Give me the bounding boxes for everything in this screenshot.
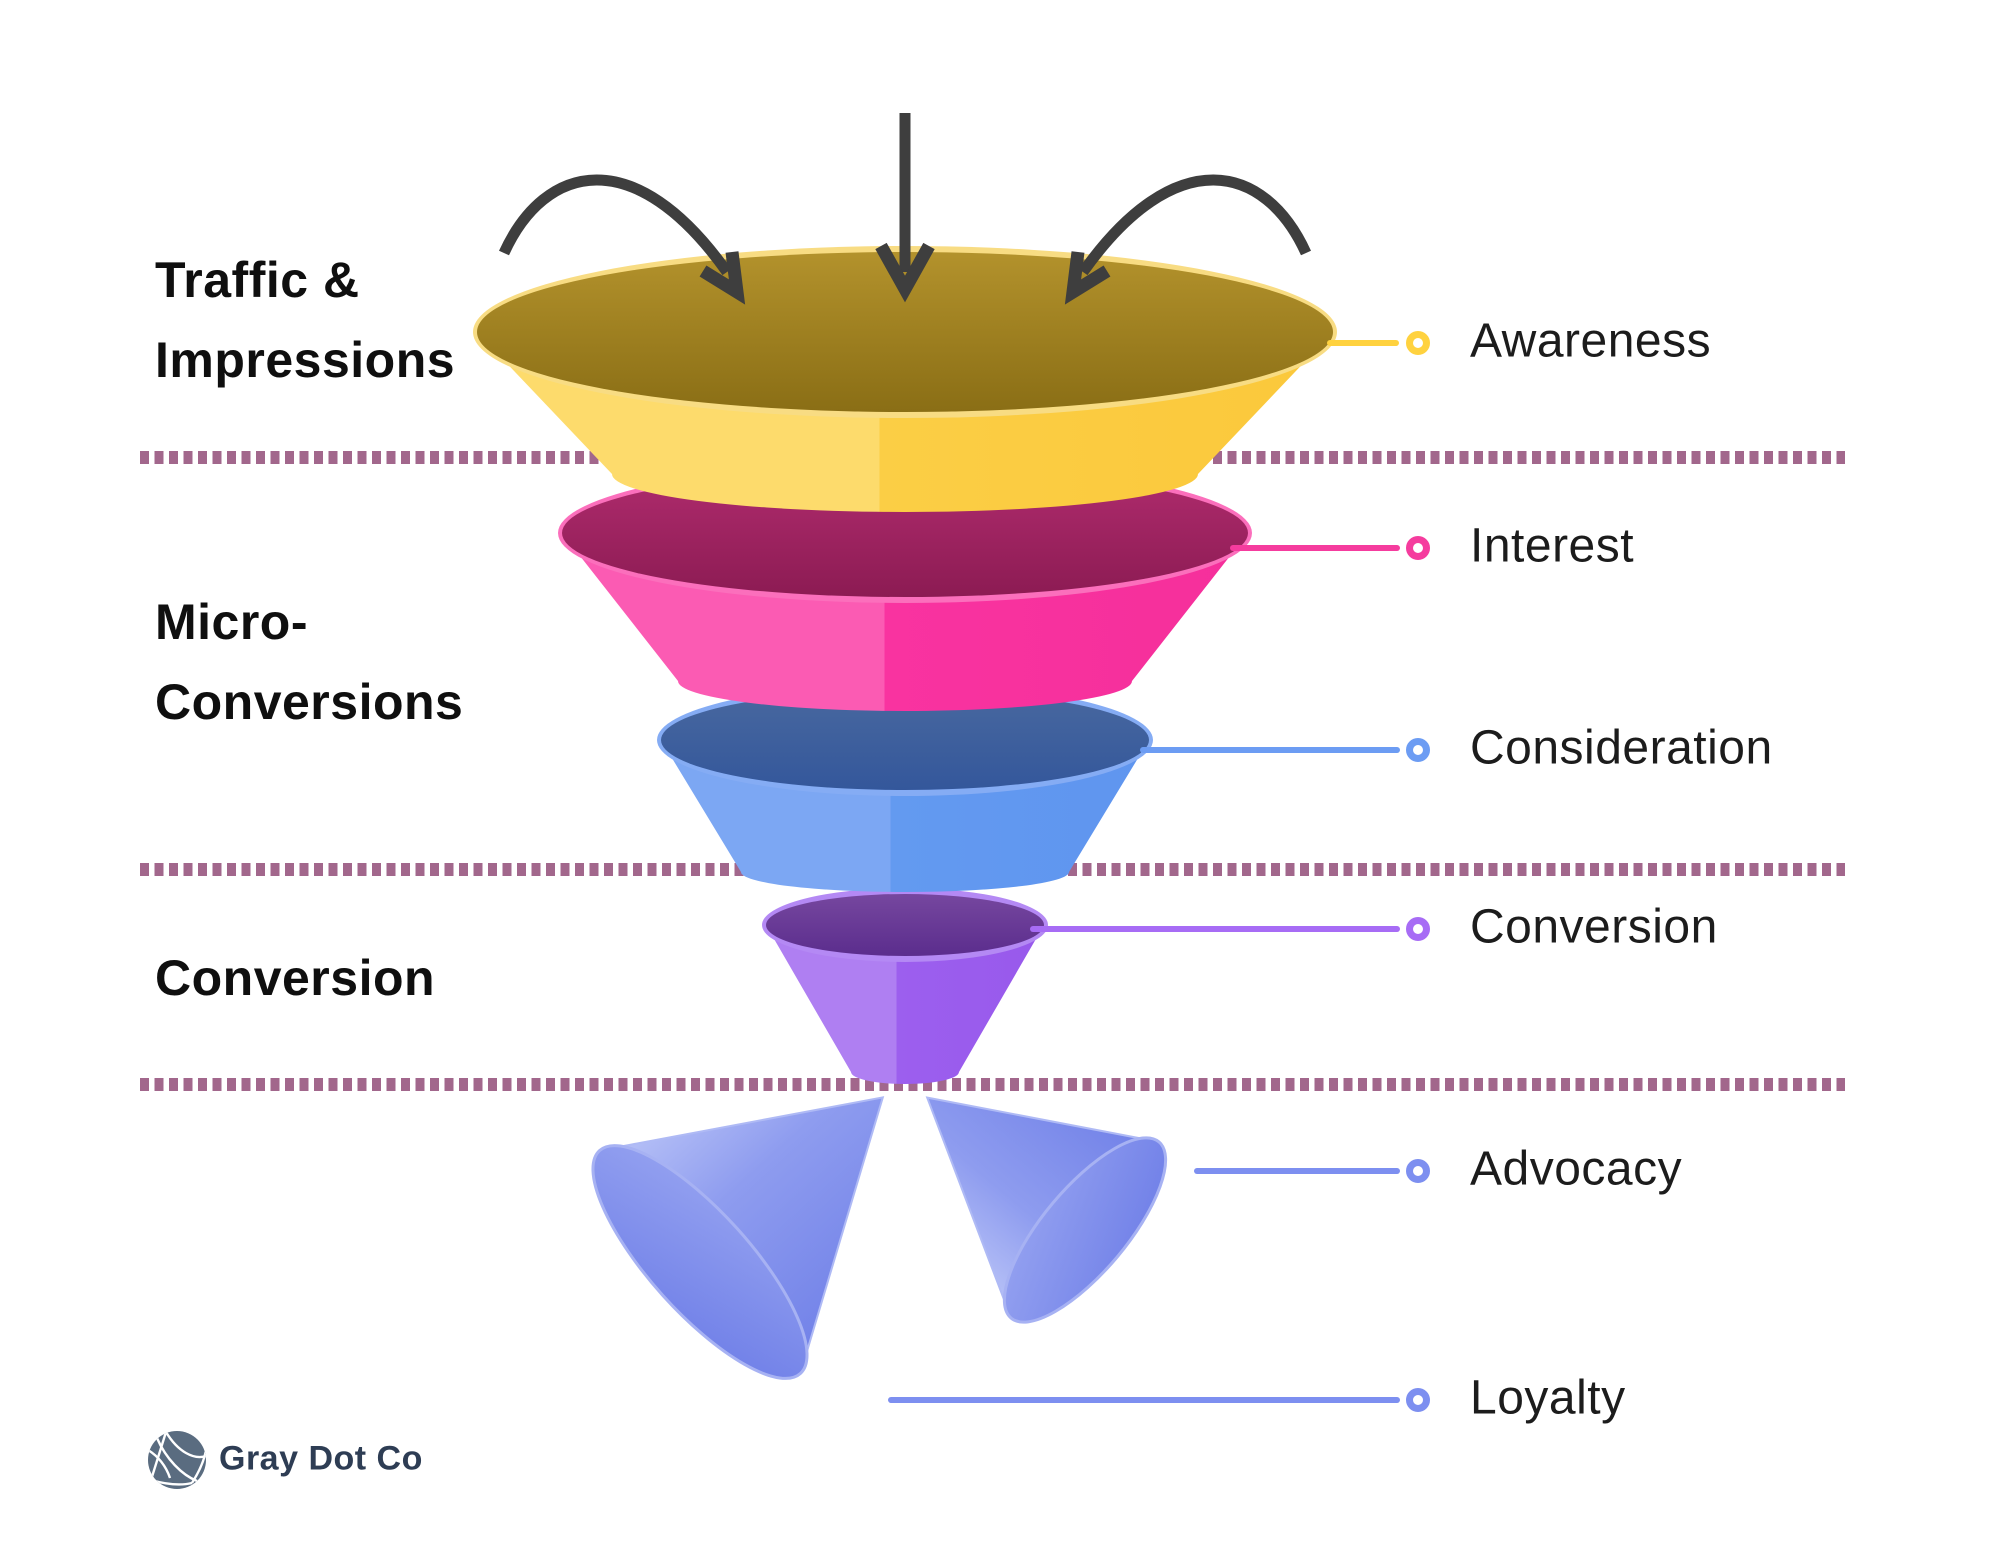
stage-label-loyalty: Loyalty [1470,1371,1626,1425]
stage-label-conversion: Conversion [1470,900,1718,954]
connector-line [1230,545,1400,551]
connector-line [888,1397,1400,1403]
funnel-stage-conversion [762,888,1048,1084]
gray-dot-co-logo-text: Gray Dot Co [219,1439,423,1478]
incoming-arrow-right-icon [1064,174,1312,305]
connector-dot-icon [1406,738,1430,762]
incoming-arrow-left-icon [498,174,746,305]
section-label-line: Conversion [155,950,436,1006]
connector-line [1327,340,1399,346]
section-label-line: Impressions [155,332,456,388]
connector-dot-icon [1406,1388,1430,1412]
connector-dot-icon [1406,1159,1430,1183]
connector-dot-icon [1406,331,1430,355]
section-label-traffic-impressions: Traffic & Impressions [155,240,455,400]
funnel-stage-awareness [473,246,1337,512]
stage-label-awareness: Awareness [1470,314,1712,368]
stage-label-interest: Interest [1470,519,1635,573]
section-label-line: Micro- [155,594,308,650]
advocacy-loyalty-cone-right [925,1096,1168,1324]
stage-label-consideration: Consideration [1470,721,1773,775]
incoming-arrow-center-icon [875,113,935,303]
connector-line [1140,747,1400,753]
funnel-stage-consideration [657,684,1153,892]
advocacy-loyalty-cone-left [591,1096,885,1380]
section-label-line: Conversions [155,674,464,730]
section-label-conversion: Conversion [155,938,435,1018]
stage-label-advocacy: Advocacy [1470,1142,1683,1196]
connector-dot-icon [1406,536,1430,560]
separator-line-3 [140,1078,1845,1091]
section-label-line: Traffic & [155,252,360,308]
section-label-micro-conversions: Micro- Conversions [155,582,463,742]
gray-dot-co-logo-icon [148,1431,206,1489]
connector-dot-icon [1406,917,1430,941]
connector-line [1194,1168,1400,1174]
connector-line [1030,926,1400,932]
